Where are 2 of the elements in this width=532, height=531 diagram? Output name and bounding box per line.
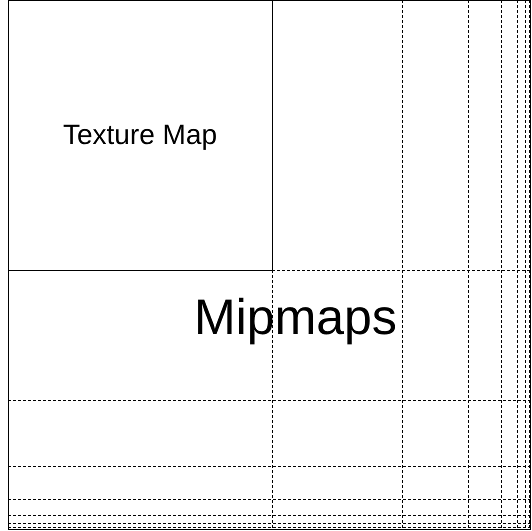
grid-caption: Mipmaps — [194, 292, 397, 342]
box-title: Texture Map — [62, 119, 218, 151]
